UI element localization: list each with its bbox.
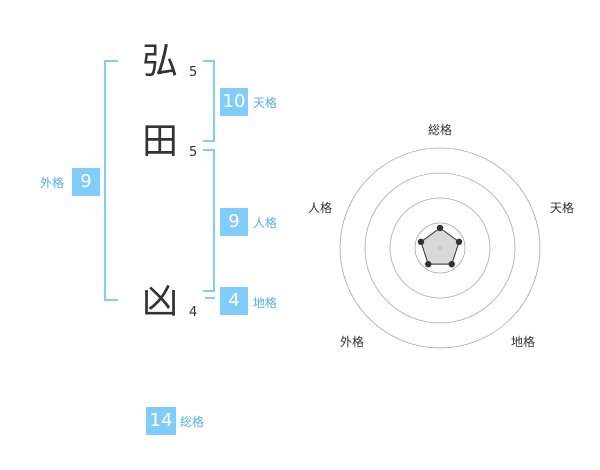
radar-label-soukaku: 総格 [428,123,453,137]
radar-point-4 [425,260,432,268]
radar-ring [389,197,491,299]
name-char-3: 凶 [142,281,179,322]
radar-label-jinkaku: 人格 [308,201,333,215]
gaikaku-label: 外格 [40,176,65,190]
chikaku-box: 4 [220,287,248,315]
radar-rings [339,147,541,349]
tenkaku-bracket [203,60,215,142]
name-char-1-strokes: 5 [189,65,198,80]
chikaku-bracket [205,297,215,299]
tenkaku-label: 天格 [253,96,278,110]
chikaku-label: 地格 [253,296,278,310]
name-char-2-strokes: 5 [189,145,198,160]
radar-points [417,224,463,268]
radar-label-chikaku: 地格 [511,335,536,349]
gaikaku-box: 9 [72,168,100,196]
radar-ring [364,172,516,324]
gaikaku-bracket [104,60,118,301]
name-char-3-strokes: 4 [189,305,198,320]
radar-label-tenkaku: 天格 [550,201,575,215]
radar-point-1 [436,224,444,232]
jinkaku-bracket [203,149,215,292]
radar-center-dot [437,245,443,251]
radar-label-gaikaku: 外格 [340,335,365,349]
soukaku-box: 14 [146,407,176,435]
radar-point-2 [455,238,463,246]
tenkaku-box: 10 [220,88,248,116]
jinkaku-box: 9 [220,208,248,236]
soukaku-label: 総格 [180,415,205,429]
radar-point-3 [448,260,455,268]
radar-ring [414,222,466,274]
name-char-2: 田 [142,121,179,162]
radar-point-5 [417,238,425,246]
jinkaku-label: 人格 [253,216,278,230]
name-char-1: 弘 [142,41,179,82]
radar-ring [339,147,541,349]
